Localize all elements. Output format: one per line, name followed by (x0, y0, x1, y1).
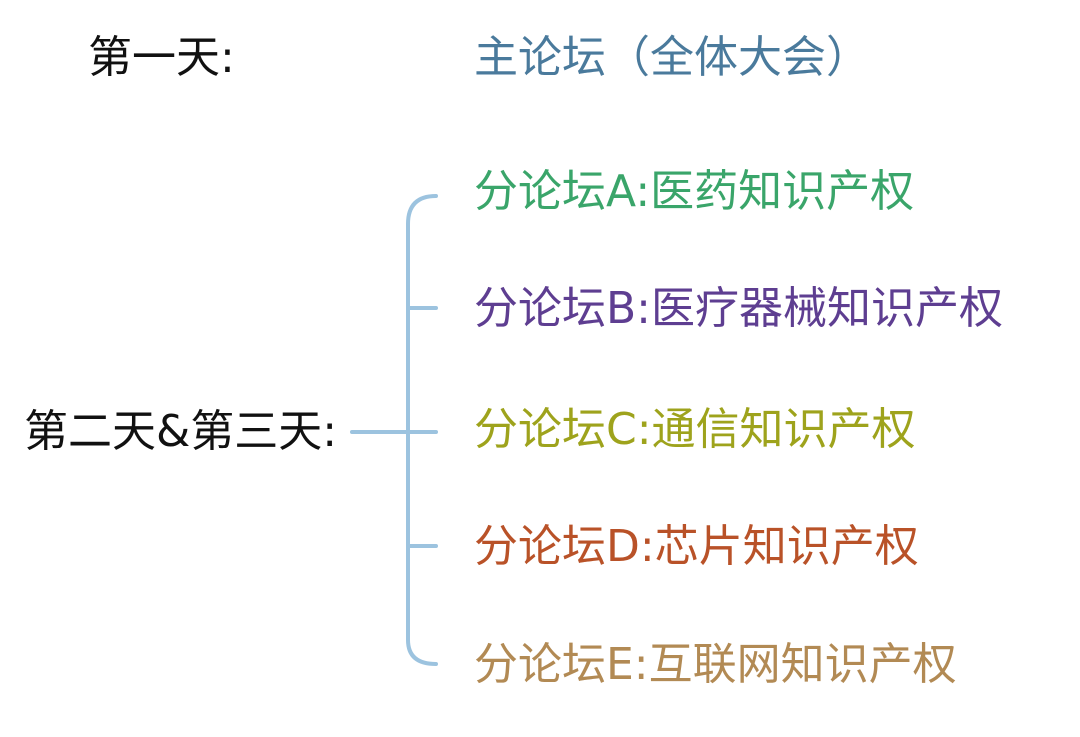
main-forum-label: 主论坛（全体大会） (474, 32, 870, 83)
forum-c-label: 分论坛C:通信知识产权 (474, 404, 916, 455)
forum-b-label: 分论坛B:医疗器械知识产权 (474, 283, 1004, 334)
day2-3-label: 第二天&第三天: (24, 406, 338, 457)
forum-a-label: 分论坛A:医药知识产权 (474, 166, 915, 217)
forum-e-label: 分论坛E:互联网知识产权 (474, 639, 957, 690)
forum-d-label: 分论坛D:芯片知识产权 (474, 521, 919, 572)
bracket-spine (406, 194, 438, 666)
day1-label: 第一天: (88, 32, 235, 83)
